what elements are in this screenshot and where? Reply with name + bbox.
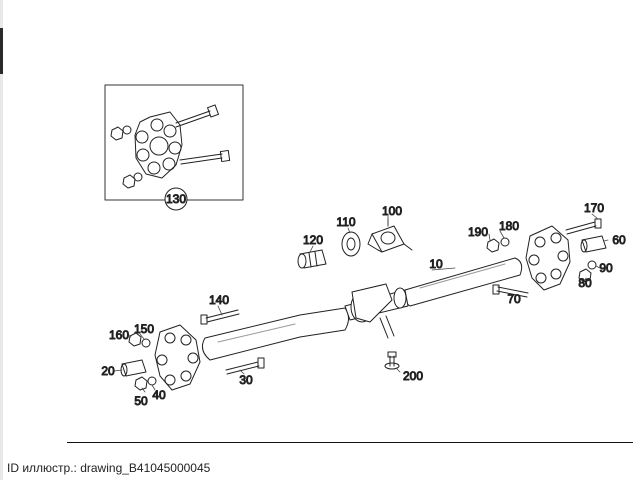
callout-150: 150: [134, 322, 154, 336]
bolt-70: [492, 284, 529, 298]
callout-90: 90: [599, 261, 613, 275]
callout-180: 180: [499, 219, 519, 233]
parts-diagram: 130 100 110 120 10 170 190 180 60 90 80 …: [101, 84, 626, 409]
inset-flex-disc: [134, 111, 183, 179]
inset-bolts: [175, 104, 231, 165]
inset-coupling-kit: [104, 84, 244, 211]
callout-20: 20: [101, 364, 115, 378]
callout-60: 60: [612, 233, 626, 247]
callout-70: 70: [507, 292, 521, 306]
illustration-id-label: ID иллюстр.: drawing_B41045000045: [7, 461, 211, 475]
bolt-140: [200, 309, 240, 325]
nut-160-washer-150: [128, 332, 151, 348]
leader-lines: [113, 213, 609, 393]
center-bearing-100: [367, 218, 413, 253]
sleeve-20: [120, 359, 147, 377]
window-edge-marker: [0, 28, 3, 74]
callout-100: 100: [382, 204, 402, 218]
callout-170: 170: [584, 201, 604, 215]
callout-190: 190: [468, 225, 488, 239]
callout-80: 80: [578, 276, 592, 290]
nut-50-washer-40: [134, 376, 157, 391]
callout-140: 140: [209, 293, 229, 307]
nut-80-washer-90: [578, 260, 597, 283]
ring-110: [341, 231, 361, 257]
sleeve-120: [297, 249, 327, 269]
inset-nuts: [110, 125, 143, 189]
callout-200: 200: [403, 369, 423, 383]
nut-190-washer-180: [486, 237, 510, 253]
callout-50: 50: [134, 394, 148, 408]
bolt-30: [225, 357, 265, 375]
propeller-shaft: [154, 225, 571, 391]
callout-30: 30: [239, 373, 253, 387]
callout-130: 130: [166, 192, 186, 206]
callout-10: 10: [429, 257, 443, 271]
callout-110: 110: [336, 215, 355, 229]
callout-160: 160: [109, 328, 129, 342]
inset-callout-circle: [164, 187, 188, 211]
callout-40: 40: [152, 388, 166, 402]
bolt-200: [384, 351, 400, 370]
callout-120: 120: [303, 233, 323, 247]
sleeve-60: [580, 235, 607, 253]
footer-divider: [67, 442, 633, 443]
window-edge-strip: [0, 0, 3, 480]
bolt-170: [565, 218, 602, 235]
